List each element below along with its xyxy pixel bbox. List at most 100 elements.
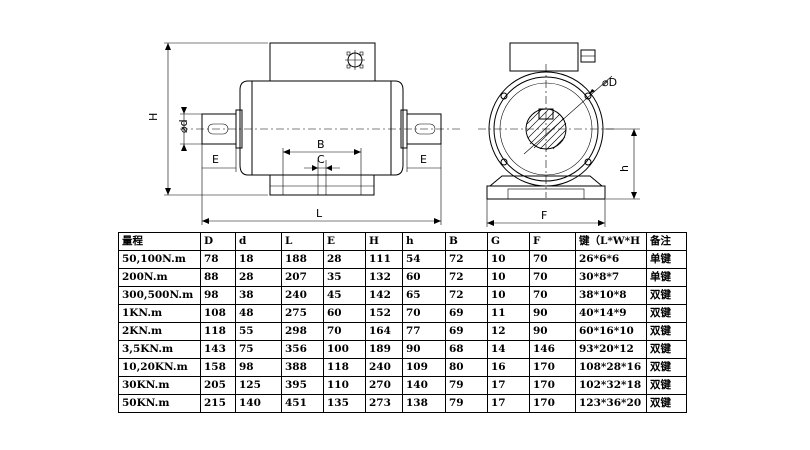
sensor-body — [239, 80, 404, 176]
table-cell: 170 — [529, 358, 576, 377]
column-header: B — [445, 232, 488, 251]
table-cell: 69 — [445, 304, 488, 323]
table-cell: 109 — [402, 358, 446, 377]
table-cell: 100 — [323, 340, 366, 359]
table-cell: 300,500N.m — [118, 286, 201, 305]
table-cell: 2KN.m — [118, 322, 201, 341]
table-cell: 207 — [281, 268, 324, 287]
dim-label-E-left: E — [212, 153, 219, 166]
table-cell: 40*14*9 — [575, 304, 647, 323]
connector-icon — [345, 50, 365, 70]
table-cell: 17 — [487, 394, 530, 413]
table-cell: 70 — [402, 304, 446, 323]
table-cell: 132 — [365, 268, 403, 287]
table-cell: 135 — [323, 394, 366, 413]
dim-label-C: C — [317, 153, 325, 166]
table-cell: 205 — [200, 376, 236, 395]
table-cell: 79 — [445, 376, 488, 395]
table-cell: 108 — [200, 304, 236, 323]
front-view: ⌀D h F — [478, 42, 640, 227]
table-cell: 90 — [402, 340, 446, 359]
table-cell: 双键 — [646, 394, 687, 413]
table-cell: 双键 — [646, 286, 687, 305]
dim-label-h: h — [618, 165, 631, 172]
table-cell: 55 — [235, 322, 282, 341]
table-cell: 388 — [281, 358, 324, 377]
table-cell: 12 — [487, 322, 530, 341]
table-cell: 451 — [281, 394, 324, 413]
table-cell: 118 — [200, 322, 236, 341]
column-header: D — [200, 232, 236, 251]
table-cell: 275 — [281, 304, 324, 323]
table-cell: 50,100N.m — [118, 250, 201, 269]
connector-box-front — [509, 42, 579, 72]
dim-label-F: F — [541, 209, 547, 222]
bolt-hole — [584, 158, 592, 166]
table-cell: 10 — [487, 268, 530, 287]
table-cell: 50KN.m — [118, 394, 201, 413]
table-cell: 双键 — [646, 358, 687, 377]
table-cell: 54 — [402, 250, 446, 269]
table-cell: 79 — [445, 394, 488, 413]
table-cell: 72 — [445, 268, 488, 287]
table-cell: 90 — [529, 304, 576, 323]
table-cell: 152 — [365, 304, 403, 323]
table-cell: 98 — [200, 286, 236, 305]
specification-table: 量程 D d L E H h B G F 键（L*W*H 备注 50,100N.… — [118, 232, 687, 413]
table-cell: 164 — [365, 322, 403, 341]
table-cell: 38*10*8 — [575, 286, 647, 305]
table-cell: 10 — [487, 286, 530, 305]
table-cell: 10 — [487, 250, 530, 269]
table-cell: 118 — [323, 358, 366, 377]
column-header: d — [235, 232, 282, 251]
table-cell: 单键 — [646, 268, 687, 287]
table-header-row: 量程 D d L E H h B G F 键（L*W*H 备注 — [118, 232, 687, 251]
table-cell: 28 — [235, 268, 282, 287]
dim-label-B: B — [317, 138, 325, 151]
table-cell: 188 — [281, 250, 324, 269]
table-cell: 240 — [365, 358, 403, 377]
column-header: E — [323, 232, 366, 251]
table-cell: 10,20KN.m — [118, 358, 201, 377]
table-cell: 30KN.m — [118, 376, 201, 395]
bolt-hole — [500, 158, 508, 166]
table-cell: 72 — [445, 250, 488, 269]
column-header: 量程 — [118, 232, 201, 251]
dim-label-L: L — [316, 207, 323, 220]
table-cell: 双键 — [646, 376, 687, 395]
table-cell: 215 — [200, 394, 236, 413]
table-cell: 26*6*6 — [575, 250, 647, 269]
table-cell: 102*32*18 — [575, 376, 647, 395]
table-cell: 69 — [445, 322, 488, 341]
table-cell: 80 — [445, 358, 488, 377]
table-cell: 60*16*10 — [575, 322, 647, 341]
table-cell: 双键 — [646, 340, 687, 359]
table-cell: 78 — [200, 250, 236, 269]
column-header: 键（L*W*H — [575, 232, 647, 251]
table-cell: 72 — [445, 286, 488, 305]
column-header: h — [402, 232, 446, 251]
table-cell: 双键 — [646, 304, 687, 323]
table-cell: 70 — [529, 286, 576, 305]
table-cell: 75 — [235, 340, 282, 359]
table-cell: 1KN.m — [118, 304, 201, 323]
table-cell: 38 — [235, 286, 282, 305]
table-cell: 273 — [365, 394, 403, 413]
column-header: H — [365, 232, 403, 251]
table-cell: 48 — [235, 304, 282, 323]
table-cell: 30*8*7 — [575, 268, 647, 287]
table-cell: 158 — [200, 358, 236, 377]
dim-label-E-right: E — [420, 153, 427, 166]
table-cell: 189 — [365, 340, 403, 359]
table-cell: 93*20*12 — [575, 340, 647, 359]
dim-label-d: ⌀d — [177, 119, 190, 133]
table-cell: 14 — [487, 340, 530, 359]
table-cell: 200N.m — [118, 268, 201, 287]
